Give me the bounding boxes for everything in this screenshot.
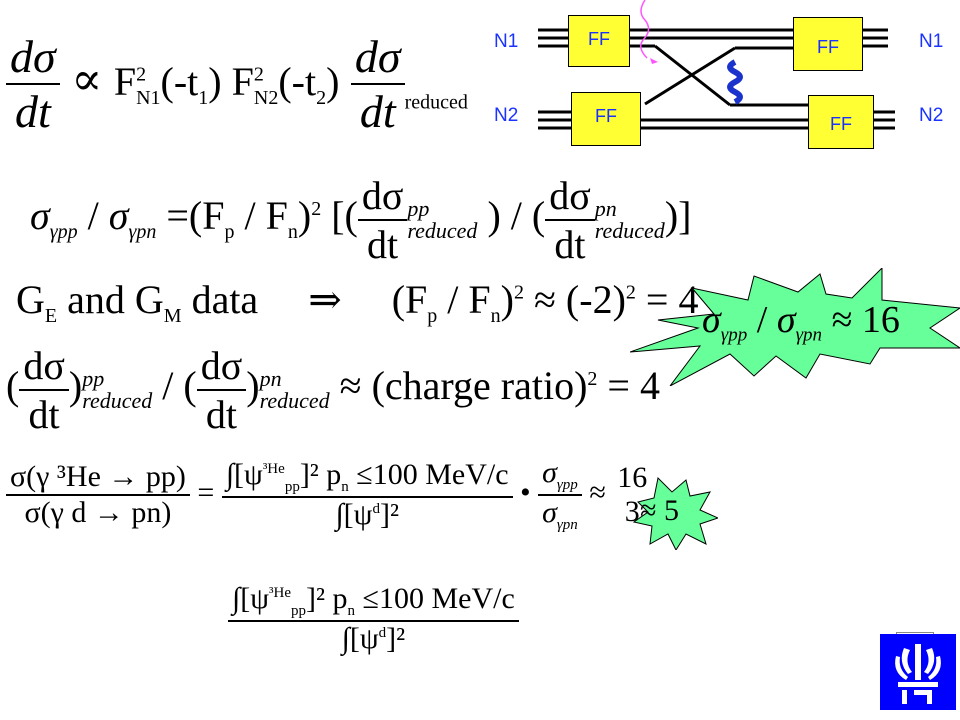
equation-ge-gm-data: GE and GM data ⇒ (Fp / Fn)2 ≈ (-2)2 = 4	[16, 277, 699, 327]
n2-right-label: N2	[919, 105, 944, 126]
ff-box: FF	[568, 15, 630, 67]
ff-box: FF	[808, 95, 874, 149]
ff-box: FF	[571, 92, 641, 146]
burst-shape	[632, 476, 718, 550]
equation-integral-ratio: ∫[ψ³Hepp]² pn ≤100 MeV/c∫[ψd]²	[228, 582, 519, 656]
highlight-burst-16: σγpp / σγpn ≈ 16	[630, 268, 960, 386]
n1-right-label: N1	[919, 31, 944, 52]
burst-shape	[630, 268, 960, 386]
equation-he3-ratio: σ(γ ³He → pp)σ(γ d → pn) = ∫[ψ³Hepp]² pn…	[6, 456, 651, 534]
ff-box: FF	[793, 17, 863, 71]
feynman-diagram: FF FF FF FF N1 N1 N2 N2	[480, 0, 960, 160]
n2-left-label: N2	[494, 105, 519, 126]
highlight-burst-5: ≈ 5	[628, 474, 718, 550]
diagram-lines	[538, 0, 895, 130]
university-logo	[880, 634, 956, 710]
n1-left-label: N1	[494, 31, 519, 52]
